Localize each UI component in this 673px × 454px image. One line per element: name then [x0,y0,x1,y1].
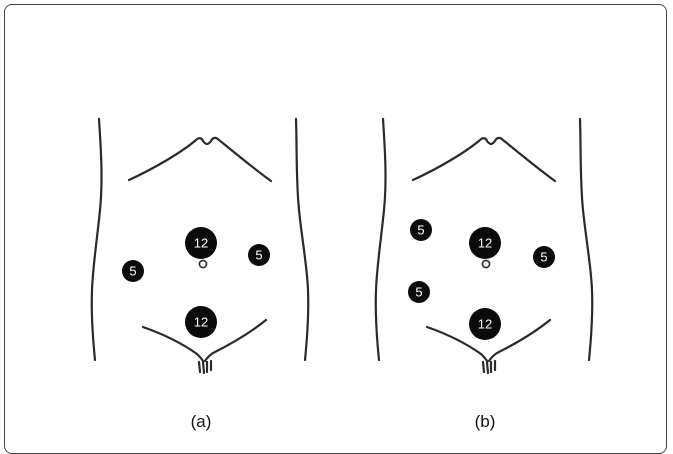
port-marker-5mm: 5 [248,244,270,266]
torso-right-outline [580,119,592,360]
port-marker-12mm: 12 [185,227,217,259]
navel-icon [482,260,489,267]
port-marker-5mm: 5 [408,281,430,303]
port-label: 5 [417,223,424,238]
port-label: 5 [129,264,136,279]
panel-b-caption: (b) [475,412,496,432]
port-label: 5 [540,250,547,265]
torso-left-outline [376,119,386,360]
groin-detail-outline [199,361,211,373]
panel-a-caption: (a) [191,412,212,432]
port-marker-12mm: 12 [185,306,217,338]
torso-right-outline [296,119,308,360]
port-label: 12 [478,236,492,251]
port-marker-5mm: 5 [410,219,432,241]
panel-b: 5 12 5 5 12 [376,119,593,373]
port-label: 5 [415,285,422,300]
port-marker-5mm: 5 [533,246,555,268]
panel-a: 12 5 5 12 [92,119,309,373]
trocar-placement-diagram: 12 5 5 12 5 12 [0,0,673,441]
groin-detail-outline [483,361,495,373]
costal-margin-outline [129,138,271,181]
costal-margin-outline [413,138,555,181]
torso-left-outline [92,119,102,360]
port-marker-12mm: 12 [469,227,501,259]
port-marker-12mm: 12 [469,308,501,340]
port-label: 12 [194,236,208,251]
port-label: 12 [194,315,208,330]
port-label: 5 [255,248,262,263]
port-marker-5mm: 5 [122,260,144,282]
port-label: 12 [478,317,492,332]
navel-icon [199,260,206,267]
